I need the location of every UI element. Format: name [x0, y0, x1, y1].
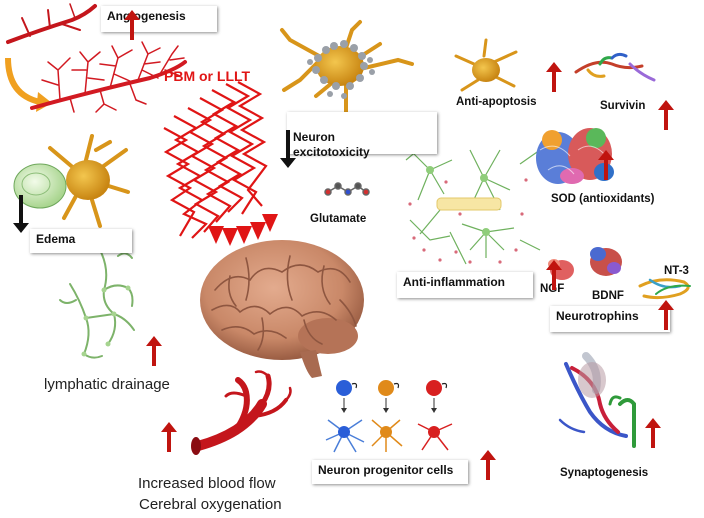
- synaptogenesis-label: Synaptogenesis: [560, 467, 649, 479]
- glutamate-molecule: [324, 182, 370, 196]
- angiogenesis-label: Angiogenesis: [101, 6, 217, 32]
- lymphatic-valves: [81, 285, 131, 357]
- lymphatic-drainage-label: lymphatic drainage: [44, 376, 170, 393]
- down-arrow-excitotoxicity: [280, 130, 296, 168]
- nt3-label: NT-3: [664, 265, 689, 277]
- up-arrow-anti-inflammation: [546, 260, 562, 290]
- curved-orange-arrow: [5, 57, 41, 105]
- anti-inflammation-cell-bodies: [426, 166, 490, 236]
- up-arrow-neurotrophins: [658, 300, 674, 330]
- nt3-protein: [638, 278, 691, 300]
- up-arrow-synaptogenesis: [645, 418, 661, 448]
- progenitor-blue: [325, 380, 365, 453]
- progenitor-orange: [371, 380, 403, 452]
- neuron-excitotoxicity-label: Neuron excitotoxicity: [287, 112, 437, 159]
- neuron-excitotoxicity-cell: [280, 20, 414, 114]
- sod-label: SOD (antioxidants): [551, 193, 655, 205]
- blood-vessel: [193, 370, 292, 451]
- edema-text: Edema: [36, 232, 76, 246]
- angiogenesis-text: Angiogenesis: [107, 9, 186, 23]
- bdnf-protein: [590, 247, 622, 276]
- anti-apoptosis-label: Anti-apoptosis: [456, 96, 537, 108]
- progenitor-label: Neuron progenitor cells: [312, 460, 468, 484]
- brain: [200, 240, 364, 378]
- up-arrow-blood-flow: [161, 422, 177, 452]
- lymphatic-vessels: [59, 249, 135, 359]
- progenitor-text: Neuron progenitor cells: [318, 463, 454, 477]
- up-arrow-progenitor: [480, 450, 496, 480]
- synapse-illustration: [558, 352, 636, 448]
- laser-tips: [208, 214, 278, 246]
- vessel-lumen: [191, 437, 201, 455]
- angiogenesis-vessel-branched: [30, 41, 187, 113]
- up-arrow-anti-apoptosis: [546, 62, 562, 92]
- anti-inflammation-dots: [408, 178, 528, 264]
- neurotrophins-text: Neurotrophins: [556, 309, 639, 323]
- anti-inflammation-label: Anti-inflammation: [397, 272, 533, 298]
- survivin-label: Survivin: [600, 100, 646, 112]
- progenitor-red: [417, 380, 453, 451]
- edema-cell: [13, 134, 130, 228]
- edema-label: Edema: [30, 229, 132, 253]
- up-arrow-sod: [598, 150, 614, 180]
- down-arrow-edema: [13, 195, 29, 233]
- neuron-excitotoxicity-text: Neuron excitotoxicity: [293, 130, 370, 159]
- neurotrophins-label: Neurotrophins: [550, 306, 670, 332]
- anti-inflammation-drug-bar: [436, 197, 502, 211]
- survivin-protein: [574, 52, 656, 82]
- pbm-label: PBM or LLLT: [164, 68, 251, 84]
- up-arrow-lymphatic: [146, 336, 162, 366]
- angiogenesis-vessel-small: [6, 3, 97, 44]
- laser-beams: [163, 81, 268, 239]
- bdnf-label: BDNF: [592, 290, 624, 302]
- sod-protein: [536, 128, 614, 184]
- anti-apoptosis-cell: [454, 38, 518, 92]
- glutamate-label: Glutamate: [310, 213, 367, 225]
- oxygenation-label: Cerebral oxygenation: [139, 496, 282, 513]
- up-arrow-survivin: [658, 100, 674, 130]
- up-arrow-angiogenesis: [124, 10, 140, 40]
- anti-inflammation-text: Anti-inflammation: [403, 275, 505, 289]
- blood-flow-label: Increased blood flow: [138, 475, 276, 492]
